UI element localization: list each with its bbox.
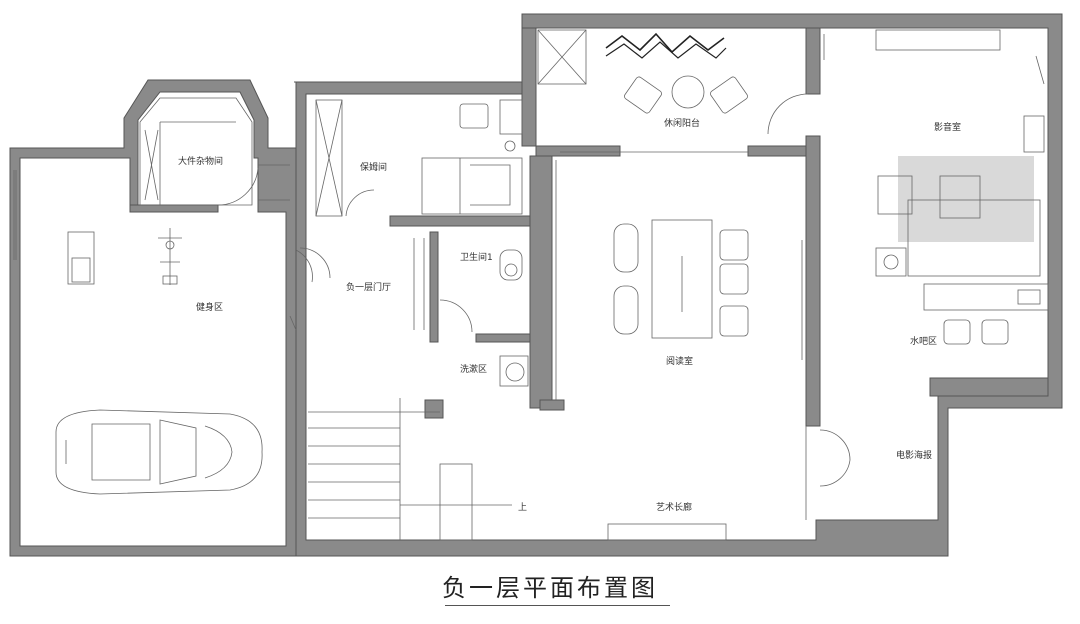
tv-cabinet	[875, 29, 1001, 51]
label-wash: 洗漱区	[460, 363, 487, 375]
balcony-west-wall	[521, 27, 537, 147]
wardrobe	[315, 99, 343, 217]
label-bathroom: 卫生间1	[460, 251, 493, 263]
bar-stool-1	[943, 319, 971, 345]
label-poster: 电影海报	[896, 449, 932, 461]
title-underline	[445, 605, 670, 606]
plants	[605, 32, 725, 54]
walls	[9, 13, 1063, 557]
balcony-chair-right	[710, 76, 748, 114]
toilet	[499, 249, 523, 281]
label-corridor: 艺术长廊	[656, 501, 692, 513]
wash-basin	[505, 362, 525, 382]
desk-chair	[459, 103, 489, 129]
bed	[421, 157, 523, 215]
storage-wall	[129, 204, 219, 213]
wash-east-wall	[529, 155, 553, 409]
sofa	[907, 199, 1041, 277]
balcony-table	[671, 75, 705, 109]
stairs	[308, 398, 512, 541]
theater-rug	[898, 156, 1034, 242]
pillar	[424, 399, 444, 419]
balcony-divider-wall	[535, 145, 621, 157]
theater-west-wall	[805, 135, 821, 427]
bar-south-wall	[929, 377, 1049, 397]
bar-stool-2	[981, 319, 1009, 345]
armchair	[877, 175, 913, 215]
bath-south-wall	[475, 333, 537, 343]
bath-west-wall	[429, 231, 439, 343]
bike	[158, 228, 182, 285]
fixtures	[13, 29, 1049, 541]
storage-shelf	[139, 97, 253, 206]
label-storage: 大件杂物间	[178, 155, 223, 167]
balcony-planter	[537, 29, 587, 85]
plan-title: 负一层平面布置图	[442, 574, 658, 602]
theater-west-wall-top	[805, 27, 821, 95]
car	[55, 409, 263, 495]
nanny-bottom-wall	[389, 215, 537, 227]
bar-counter	[923, 283, 1049, 311]
label-nanny: 保姆间	[360, 161, 387, 173]
room-labels: 大件杂物间 健身区 保姆间 负一层门厅 卫生间1 洗漱区 休闲阳台 阅读室 艺术…	[178, 117, 961, 513]
speaker	[875, 247, 907, 277]
label-balcony: 休闲阳台	[664, 117, 700, 129]
label-bar: 水吧区	[910, 335, 937, 347]
label-entry: 负一层门厅	[346, 281, 391, 293]
balcony-divider-wall-2	[747, 145, 815, 157]
gym-outer-wall	[9, 79, 297, 557]
corridor-console	[607, 523, 727, 541]
middle-outer-wall	[294, 13, 1063, 557]
coffee-table	[939, 175, 981, 219]
label-reading: 阅读室	[666, 355, 693, 367]
treadmill	[67, 231, 95, 285]
balcony-chair-left	[624, 76, 662, 114]
label-stair-up: 上	[518, 502, 527, 513]
reading-south-wall	[539, 399, 565, 411]
label-theater: 影音室	[934, 121, 961, 133]
reading-table	[651, 219, 713, 339]
label-gym: 健身区	[196, 301, 223, 313]
